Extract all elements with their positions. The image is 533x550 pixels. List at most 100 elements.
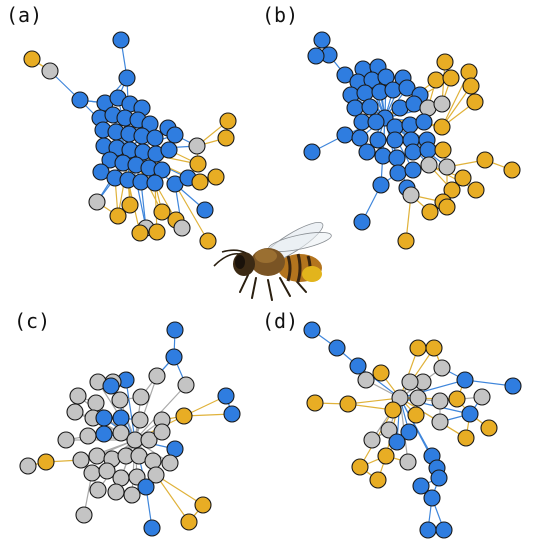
network-node-yellow xyxy=(425,339,443,357)
network-node-blue xyxy=(166,126,184,144)
network-node-gray xyxy=(123,486,141,504)
network-node-blue xyxy=(367,113,385,131)
network-edge xyxy=(428,164,477,191)
network-node-blue xyxy=(102,377,120,395)
network-node-yellow xyxy=(457,429,475,447)
network-node-blue xyxy=(146,174,164,192)
network-panel-b: (b) xyxy=(262,3,521,250)
network-node-blue xyxy=(95,409,113,427)
network-node-gray xyxy=(89,481,107,499)
network-node-blue xyxy=(372,176,390,194)
network-node-blue xyxy=(112,31,130,49)
network-node-yellow xyxy=(466,93,484,111)
network-node-gray xyxy=(399,453,417,471)
network-node-yellow xyxy=(369,471,387,489)
network-node-yellow xyxy=(153,203,171,221)
network-node-yellow xyxy=(409,339,427,357)
network-node-yellow xyxy=(397,232,415,250)
network-node-gray xyxy=(420,156,438,174)
network-node-blue xyxy=(461,405,479,423)
network-node-yellow xyxy=(384,401,402,419)
network-node-yellow xyxy=(503,161,521,179)
network-edge xyxy=(155,474,190,523)
network-edge xyxy=(399,347,419,399)
network-node-blue xyxy=(307,47,325,65)
network-node-blue xyxy=(143,519,161,537)
network-node-gray xyxy=(357,371,375,389)
network-node-yellow xyxy=(436,53,454,71)
network-node-yellow xyxy=(351,458,369,476)
network-node-yellow xyxy=(339,395,357,413)
network-node-blue xyxy=(404,161,422,179)
network-node-gray xyxy=(112,424,130,442)
network-node-yellow xyxy=(433,118,451,136)
network-node-gray xyxy=(188,137,206,155)
network-node-blue xyxy=(419,521,437,539)
network-node-yellow xyxy=(207,168,225,186)
network-node-blue xyxy=(146,129,164,147)
network-node-blue xyxy=(386,131,404,149)
network-node-yellow xyxy=(460,63,478,81)
network-node-yellow xyxy=(219,112,237,130)
network-node-gray xyxy=(140,431,158,449)
network-node-yellow xyxy=(434,141,452,159)
network-node-gray xyxy=(88,447,106,465)
network-node-blue xyxy=(388,149,406,167)
network-node-gray xyxy=(433,359,451,377)
network-node-yellow xyxy=(306,394,324,412)
network-node-blue xyxy=(71,91,89,109)
network-edge xyxy=(357,365,401,399)
network-node-blue xyxy=(369,131,387,149)
network-node-yellow xyxy=(421,203,439,221)
network-node-blue xyxy=(400,423,418,441)
network-node-blue xyxy=(419,141,437,159)
network-node-gray xyxy=(131,411,149,429)
network-node-gray xyxy=(107,483,125,501)
network-node-gray xyxy=(98,462,116,480)
network-node-gray xyxy=(72,451,90,469)
network-node-yellow xyxy=(175,407,193,425)
network-node-blue xyxy=(112,409,130,427)
network-node-blue xyxy=(351,129,369,147)
network-node-yellow xyxy=(454,169,472,187)
network-node-yellow xyxy=(480,419,498,437)
network-node-blue xyxy=(153,161,171,179)
network-node-blue xyxy=(398,79,416,97)
network-node-yellow xyxy=(131,224,149,242)
network-node-blue xyxy=(374,147,392,165)
network-node-yellow xyxy=(37,453,55,471)
network-node-gray xyxy=(69,387,87,405)
network-panel-a: (a) xyxy=(6,3,237,250)
network-edge xyxy=(134,375,158,441)
network-node-blue xyxy=(95,425,113,443)
network-edge xyxy=(125,379,136,441)
network-node-yellow xyxy=(199,232,217,250)
network-node-blue xyxy=(456,371,474,389)
network-node-gray xyxy=(66,403,84,421)
network-node-gray xyxy=(144,452,162,470)
network-node-yellow xyxy=(377,447,395,465)
network-node-yellow xyxy=(467,181,485,199)
network-node-gray xyxy=(83,464,101,482)
network-node-blue xyxy=(384,81,402,99)
network-node-blue xyxy=(137,478,155,496)
network-edge xyxy=(155,474,204,506)
network-node-blue xyxy=(391,99,409,117)
network-node-blue xyxy=(166,321,184,339)
network-node-blue xyxy=(349,357,367,375)
network-node-gray xyxy=(153,423,171,441)
network-node-blue xyxy=(160,141,178,159)
network-node-blue xyxy=(435,521,453,539)
network-node-blue xyxy=(328,339,346,357)
network-node-gray xyxy=(173,219,191,237)
network-panel-c: (c) xyxy=(14,309,241,537)
panel-label-b: (b) xyxy=(262,3,298,27)
network-node-yellow xyxy=(462,77,480,95)
network-node-yellow xyxy=(191,173,209,191)
network-node-gray xyxy=(111,391,129,409)
network-node-gray xyxy=(473,388,491,406)
network-node-blue xyxy=(388,433,406,451)
network-edge xyxy=(347,397,401,405)
network-node-yellow xyxy=(189,155,207,173)
network-node-yellow xyxy=(427,71,445,89)
